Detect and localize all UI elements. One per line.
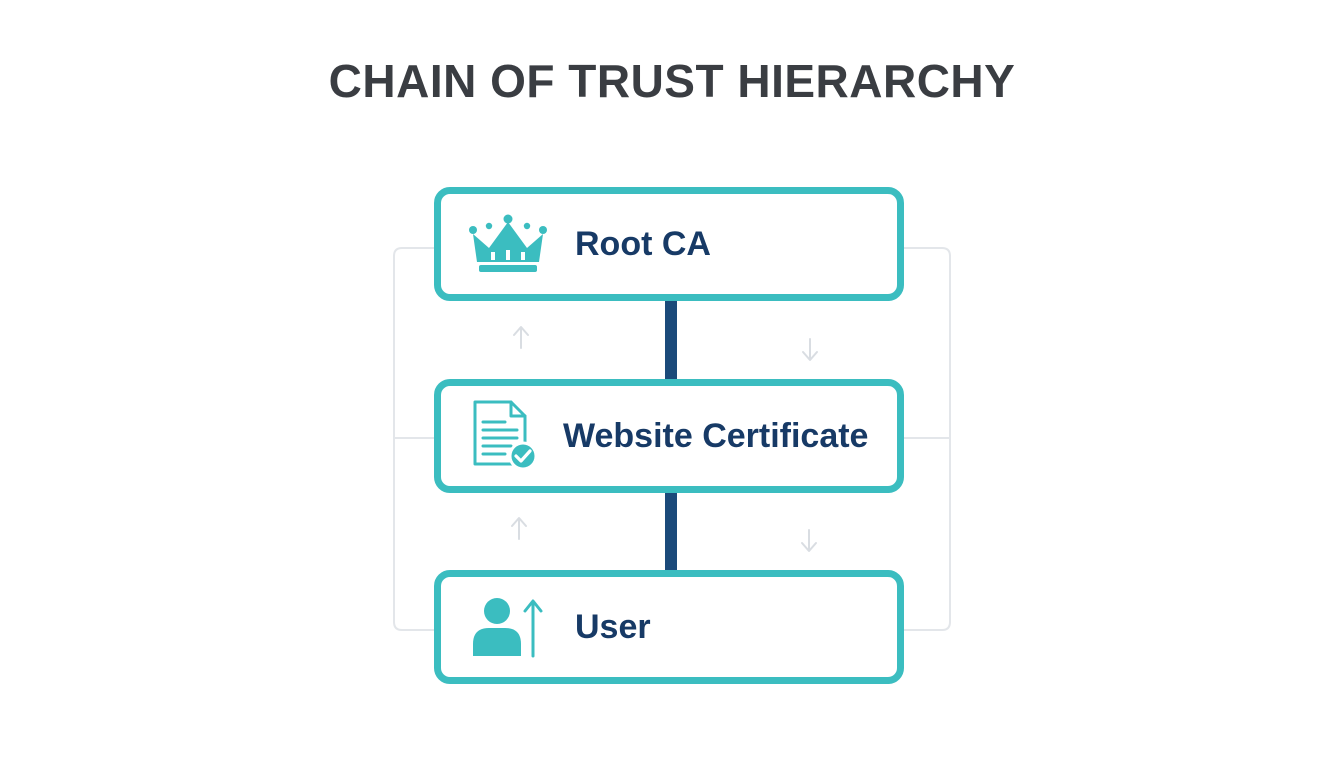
connector-site-to-user bbox=[665, 492, 677, 573]
node-label: Root CA bbox=[575, 224, 711, 263]
faint-down-arrow-1 bbox=[802, 338, 818, 361]
user-upload-icon bbox=[471, 577, 545, 677]
node-root-ca: Root CA bbox=[434, 187, 904, 301]
node-website-certificate: Website Certificate bbox=[434, 379, 904, 493]
faint-down-arrow-2 bbox=[801, 529, 817, 552]
certificate-document-icon bbox=[471, 386, 541, 486]
node-user: User bbox=[434, 570, 904, 684]
faint-up-arrow-2 bbox=[511, 517, 527, 540]
diagram-title: CHAIN OF TRUST HIERARCHY bbox=[328, 55, 1016, 107]
node-label: Website Certificate bbox=[563, 416, 869, 455]
crown-icon bbox=[469, 194, 547, 294]
node-label: User bbox=[575, 607, 651, 646]
faint-up-arrow-1 bbox=[513, 326, 529, 349]
connector-root-to-site bbox=[665, 300, 677, 382]
